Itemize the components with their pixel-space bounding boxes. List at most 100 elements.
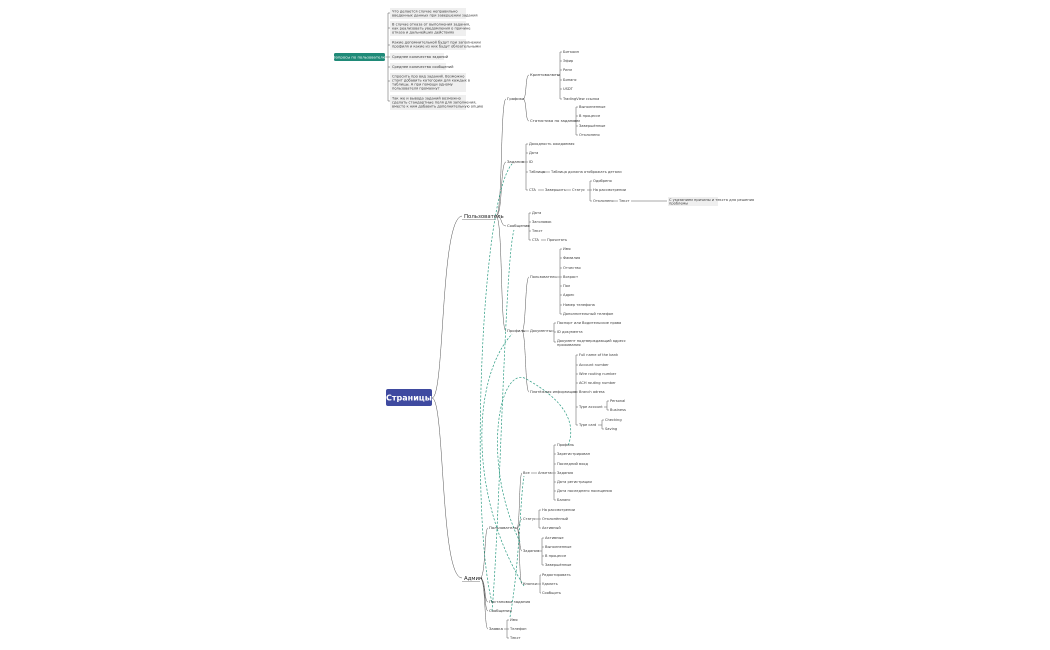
admin-all-node[interactable]: Все [523,471,530,475]
profile-pay-node[interactable]: Платёжная информация [530,390,577,394]
profile-node[interactable]: Профиль [507,328,526,333]
profile-docs-item[interactable]: Паспорт или Водительские права [557,321,621,325]
profile-pay-item[interactable]: ACH routing number [579,381,616,385]
admin-messages-node[interactable]: Сообщения [489,608,512,613]
admin-tasks-node[interactable]: Задания [523,549,539,553]
svg-text:Среднее количество заданий: Среднее количество заданий [392,55,449,59]
question-note: Какие допомнительной будут при заполнени… [390,39,481,50]
tasks-item[interactable]: Доходность ожидаемая [529,142,574,146]
admin-buttons-item[interactable]: Редактировать [542,573,571,577]
admin-tasks-item[interactable]: Завершённые [545,563,572,567]
messages-item[interactable]: Дата [532,211,541,215]
profile-docs-node[interactable]: Документы [530,329,552,333]
tasks-item[interactable]: Дата [529,151,538,155]
tasks-finish-node[interactable]: Завершить [545,188,566,192]
messages-read-node[interactable]: Прочитать [547,238,567,242]
stats-item[interactable]: Отклонено [579,133,600,137]
profile-docs-item[interactable]: ID документа [557,330,583,334]
profile-user-item[interactable]: Адрес [563,293,574,297]
anketa-item[interactable]: Последний вход [557,462,588,466]
admin-status-item[interactable]: Активный [542,526,561,530]
acct-type-node[interactable]: Type account [578,405,603,409]
admin-buttons-node[interactable]: Кнопки [523,582,538,586]
messages-item[interactable]: Текст [531,229,543,233]
crypto-node[interactable]: Криптовалюты [530,72,560,77]
crypto-item[interactable]: Эфир [563,59,574,63]
status-item[interactable]: Одобрено [593,179,612,183]
admin-request-item[interactable]: Телефон [509,627,527,631]
grafiki-node[interactable]: Графики [507,96,525,101]
root-node-label: Страницы [386,394,432,403]
card-type-item[interactable]: Checking [605,418,622,422]
admin-tasks-item[interactable]: В процессе [545,554,567,558]
profile-pay-item[interactable]: Full name of the bank [579,353,619,357]
crypto-item[interactable]: Биткоин [563,50,580,54]
stats-item[interactable]: Выполненные [579,105,606,109]
tasks-item[interactable]: ID [529,160,533,164]
status-item[interactable]: На рассмотрении [593,188,627,192]
profile-user-item[interactable]: Отчество [563,266,581,270]
declined-text-node[interactable]: Текст [618,199,630,203]
profile-user-item[interactable]: Возраст [563,275,578,279]
card-type-item[interactable]: Saving [605,427,617,431]
acct-type-item[interactable]: Business [610,408,626,412]
root-node[interactable]: Страницы [386,389,432,406]
admin-buttons-item[interactable]: Удалить [542,582,558,586]
crypto-item[interactable]: Рипл [563,68,572,72]
stats-node[interactable]: Статистика по заданиям [530,118,580,123]
tasks-cta-node[interactable]: CTA [529,188,536,192]
profile-user-item[interactable]: Номер телефона [563,303,595,307]
anketa-item[interactable]: Дата последнего посещения [557,489,612,493]
admin-request-node[interactable]: Заявка [489,626,503,631]
stats-item[interactable]: В процессе [579,114,601,118]
tasks-table-node[interactable]: Таблица [528,170,545,174]
admin-assign-task-node[interactable]: Постановка задания [489,599,530,604]
crypto-item[interactable]: Бинанс [563,78,577,82]
admin-branch: Пользователь Все Анкета Профиль Зарегист… [489,443,612,640]
admin-request-item[interactable]: Имя [510,618,518,622]
anketa-item[interactable]: Дата регистрации [557,480,592,484]
profile-pay-item[interactable]: Account number [579,363,609,367]
status-declined[interactable]: Отклонено [593,199,614,203]
profile-user-item[interactable]: Фамилия [563,256,580,260]
tasks-node[interactable]: Задания [507,159,524,164]
messages-item[interactable]: Заголовок [532,220,552,224]
profile-pay-item[interactable]: Branch adress [579,390,605,394]
profile-pay-item[interactable]: Wire routing number [579,372,617,376]
anketa-item[interactable]: Баланс [557,498,571,502]
profile-user-item[interactable]: Дополнительный телефон [563,312,614,316]
crypto-item[interactable]: TradingView ссылка [562,97,599,101]
admin-users-node[interactable]: Пользователь [489,525,518,530]
tasks-status-node[interactable]: Статус [572,188,585,192]
stats-item[interactable]: Завершённые [579,124,606,128]
admin-status-item[interactable]: Отклонённый [542,517,569,521]
profile-user-item[interactable]: Пол [563,284,570,288]
questions-node[interactable]: Вопросы по пользователю [333,53,386,61]
acct-type-item[interactable]: Personal [610,399,625,403]
svg-text:Спросить про вид заданий. Возм: Спросить про вид заданий. Возможностоит … [392,75,470,91]
user-node[interactable]: Пользователь [462,214,504,220]
admin-tasks-item[interactable]: Выполненные [545,545,572,549]
messages-cta-node[interactable]: CTA [532,238,539,242]
svg-text:Какие допомнительной будут при: Какие допомнительной будут при заполнени… [392,41,481,49]
anketa-item[interactable]: Зарегистрирован [557,452,591,456]
admin-profile-card-node[interactable]: Анкета [538,471,552,475]
admin-status-node[interactable]: Статус [523,517,536,521]
admin-node[interactable]: Админ [462,576,483,582]
declined-text-note: С указанием причины и текста для решения… [669,198,754,206]
anketa-item[interactable]: Задания [557,471,573,475]
profile-user-node[interactable]: Пользователь [530,275,556,279]
messages-node[interactable]: Сообщения [507,223,530,228]
admin-status-item[interactable]: На рассмотрении [542,508,576,512]
anketa-item[interactable]: Профиль [557,443,574,447]
question-note: Среднее количество сообщений [390,63,454,70]
crypto-item[interactable]: USDT [563,87,574,91]
connectors [385,12,667,639]
card-type-node[interactable]: Type card [578,423,596,427]
admin-tasks-item[interactable]: Активные [545,536,564,540]
admin-buttons-item[interactable]: Сообщить [542,591,561,595]
profile-user-item[interactable]: Имя [563,247,571,251]
admin-request-item[interactable]: Текст [509,636,521,640]
